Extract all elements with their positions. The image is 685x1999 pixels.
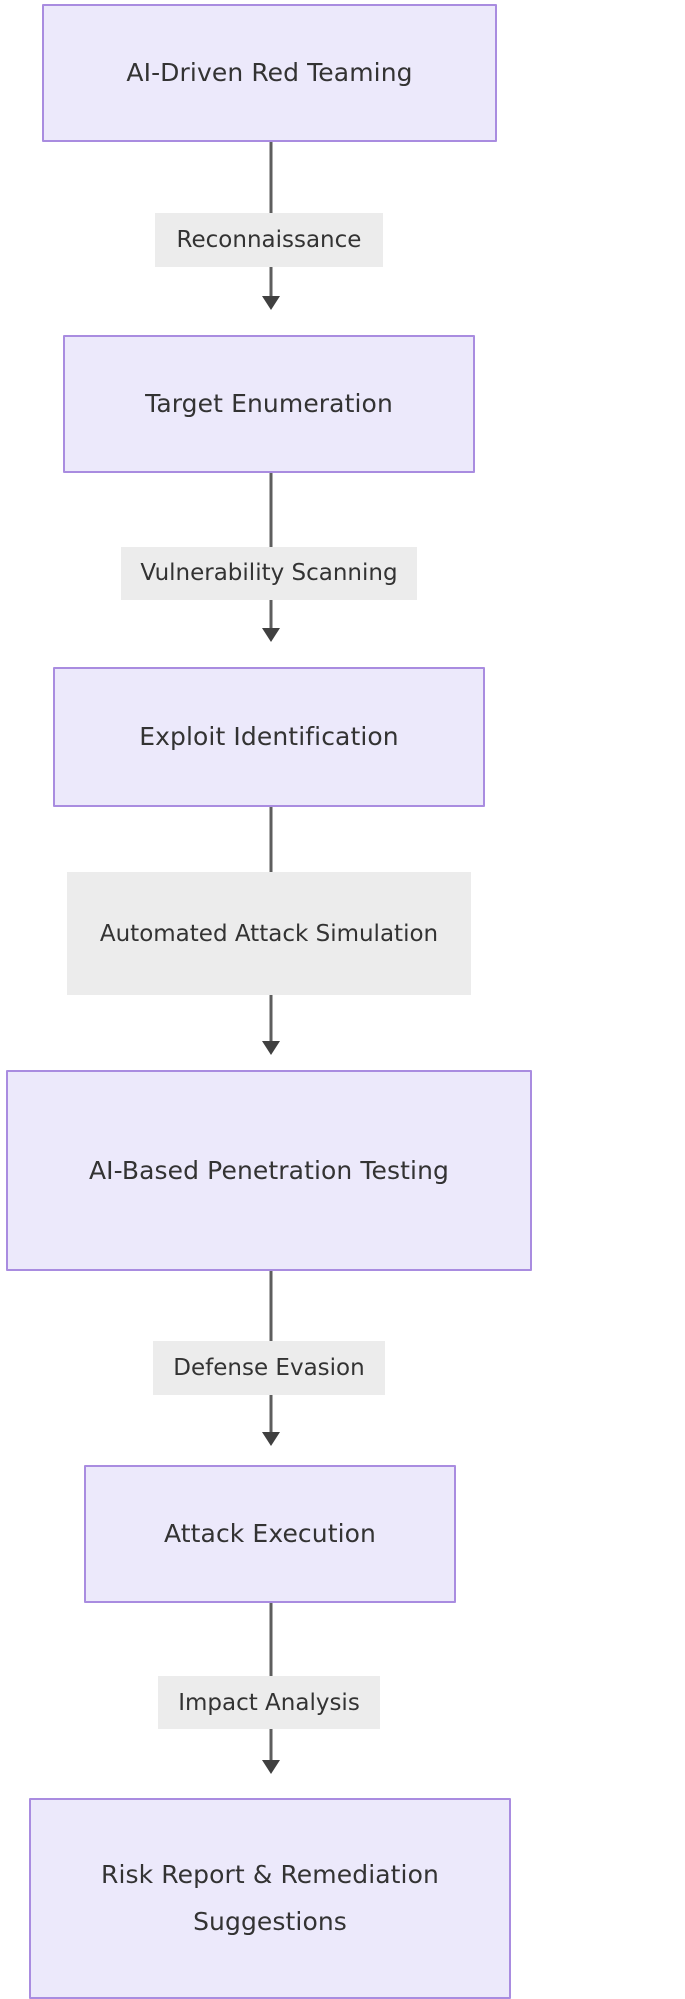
edge-label-text: Impact Analysis [178, 1689, 360, 1716]
node-label: AI-Driven Red Teaming [126, 57, 413, 87]
edge-arrowhead-1 [262, 296, 280, 311]
node-label: Exploit Identification [139, 721, 399, 751]
edge-label-text: Vulnerability Scanning [140, 560, 398, 587]
node-label: Risk Report & Remediation Suggestions [101, 1860, 439, 1936]
edge-label-reconnaissance: Reconnaissance [155, 213, 383, 267]
edge-label-text: Reconnaissance [176, 226, 362, 253]
node-label: Target Enumeration [145, 388, 393, 418]
edge-arrowhead-3 [262, 1041, 280, 1055]
edge-label-text: Automated Attack Simulation [99, 920, 439, 947]
edge-label-vulnerability-scanning: Vulnerability Scanning [121, 546, 417, 601]
edge-arrowhead-4 [262, 1431, 280, 1446]
edge-label-text: Defense Evasion [173, 1354, 365, 1381]
node-ai-driven-red-teaming[interactable]: AI-Driven Red Teaming [42, 3, 497, 142]
edge-label-automated-attack-simulation: Automated Attack Simulation [67, 872, 471, 996]
edge-label-defense-evasion: Defense Evasion [153, 1341, 385, 1395]
node-label: Attack Execution [163, 1518, 377, 1548]
node-risk-report-remediation-suggestions[interactable]: Risk Report & Remediation Suggestions [29, 1798, 511, 1999]
node-attack-execution[interactable]: Attack Execution [84, 1465, 456, 1604]
edge-label-impact-analysis: Impact Analysis [158, 1675, 380, 1730]
edge-arrowhead-2 [262, 628, 280, 643]
node-ai-based-penetration-testing[interactable]: AI-Based Penetration Testing [6, 1070, 532, 1271]
node-target-enumeration[interactable]: Target Enumeration [63, 334, 475, 473]
edge-arrowhead-5 [262, 1760, 280, 1775]
node-exploit-identification[interactable]: Exploit Identification [53, 666, 485, 808]
node-label: AI-Based Penetration Testing [88, 1155, 449, 1185]
